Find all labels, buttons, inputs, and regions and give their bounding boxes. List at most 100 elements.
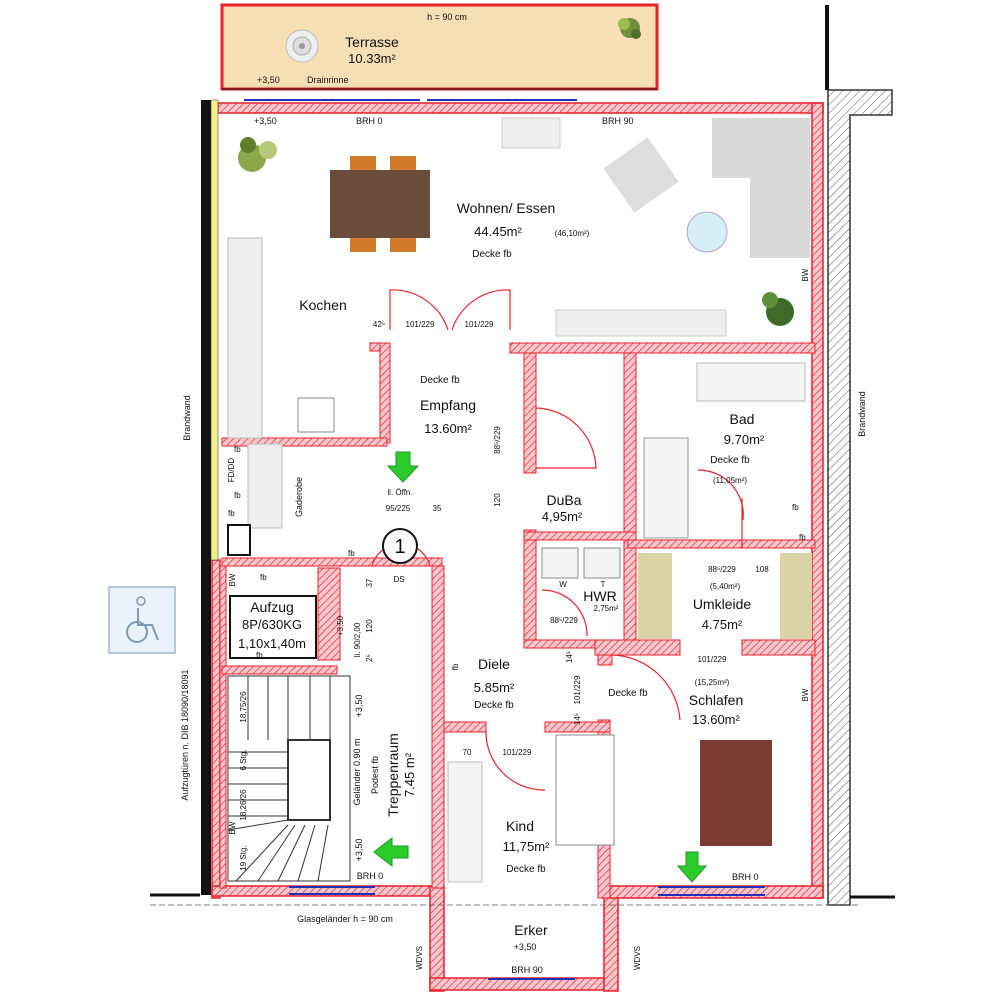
hwr-w: W bbox=[559, 580, 567, 589]
fb-5: fb bbox=[260, 573, 267, 582]
terrasse-height: h = 90 cm bbox=[427, 12, 467, 22]
aufzugtueren-label: Aufzugtüren n. DIB 18090/18091 bbox=[180, 669, 190, 800]
li-oeffn: li. Öffn. bbox=[387, 488, 412, 497]
treppenraum-brh: BRH 0 bbox=[357, 871, 384, 881]
umkleide-name: Umkleide bbox=[693, 596, 752, 612]
glasgelaender-label: Glasgeländer h = 90 cm bbox=[297, 914, 393, 924]
dim-42: 42⁵ bbox=[373, 320, 385, 329]
wohnen-name: Wohnen/ Essen bbox=[457, 200, 556, 216]
neighbour-wall-right bbox=[827, 89, 893, 906]
left-black-wall bbox=[201, 100, 211, 895]
dim-35: 35 bbox=[433, 504, 442, 513]
brandwand-right: Brandwand bbox=[857, 391, 867, 437]
windows bbox=[244, 99, 765, 980]
fb-6: fb bbox=[256, 651, 263, 660]
dim-14: 14⁵ bbox=[565, 651, 574, 663]
ds-label: DS bbox=[393, 575, 404, 584]
kind-area: 11,75m² bbox=[503, 839, 550, 854]
treppenraum-area: 7.45 m² bbox=[402, 752, 417, 797]
treppenraum-podest: Podest fb bbox=[370, 756, 380, 794]
fd-dd: FD/DD bbox=[227, 458, 236, 483]
dim-14b: 14⁵ bbox=[573, 713, 582, 725]
dim-37: 37 bbox=[365, 578, 374, 587]
umbrella-icon bbox=[285, 29, 319, 63]
erker-brh: BRH 90 bbox=[511, 965, 543, 975]
fb-1: fb bbox=[234, 445, 241, 454]
dim-101-229-a: 101/229 bbox=[406, 320, 435, 329]
diele-ceiling: Decke fb bbox=[474, 700, 514, 711]
dim-95-225: 95/225 bbox=[386, 504, 411, 513]
dim-88-229-umk: 88⁵/229 bbox=[708, 565, 736, 574]
empfang-ceiling: Decke fb bbox=[420, 375, 460, 386]
terrasse-area: 10.33m² bbox=[348, 51, 396, 66]
wohnen-brh-right: BRH 90 bbox=[602, 116, 634, 126]
fb-2: fb bbox=[234, 491, 241, 500]
terrasse-name: Terrasse bbox=[345, 34, 399, 50]
treppenraum-level: +3,50 bbox=[354, 695, 364, 718]
top-right-wall bbox=[825, 5, 829, 90]
interior-walls bbox=[219, 342, 816, 899]
dim-101-229-kind: 101/229 bbox=[503, 748, 532, 757]
arrow-down-icon bbox=[386, 451, 420, 483]
hwr-area: 2,75m² bbox=[594, 604, 619, 613]
dim-88-229-v: 88⁵/229 bbox=[493, 426, 502, 454]
erker-level: +3,50 bbox=[514, 942, 537, 952]
bad-area-alt: (11,05m²) bbox=[713, 476, 747, 485]
aufzug-box bbox=[229, 595, 317, 659]
empfang-name: Empfang bbox=[420, 397, 476, 413]
empfang-area: 13.60m² bbox=[424, 421, 472, 436]
bw-3: BW bbox=[228, 573, 237, 586]
duba-area: 4,95m² bbox=[542, 509, 583, 524]
bw-1: BW bbox=[801, 268, 810, 281]
arrow-down-icon bbox=[676, 851, 708, 883]
dim-88-229-hwr: 88⁵/229 bbox=[550, 616, 578, 625]
wohnen-ceiling: Decke fb bbox=[472, 249, 512, 260]
hwr-t: T bbox=[601, 580, 606, 589]
kind-name: Kind bbox=[506, 818, 534, 834]
gaderobe-name: Gaderobe bbox=[294, 477, 304, 517]
aufzug-name: Aufzug bbox=[250, 599, 294, 615]
aufzug-wall bbox=[317, 567, 341, 661]
fb-3: fb bbox=[228, 509, 235, 518]
fb-8: fb bbox=[799, 533, 806, 542]
hwr-name: HWR bbox=[583, 588, 616, 604]
aufzug-capacity: 8P/630KG bbox=[242, 617, 302, 632]
wheelchair-icon bbox=[108, 586, 176, 654]
bad-name: Bad bbox=[730, 411, 755, 427]
door-swings bbox=[371, 289, 744, 791]
treppenraum-level2: +3,50 bbox=[354, 839, 364, 862]
bad-area: 9.70m² bbox=[724, 432, 765, 447]
bw-2: BW bbox=[801, 688, 810, 701]
dim-120-lift: 120 bbox=[365, 619, 374, 633]
wohnen-level: +3,50 bbox=[254, 116, 277, 126]
unit-number: 1 bbox=[394, 536, 405, 558]
terrasse-level: +3,50 bbox=[257, 75, 280, 85]
dim-101-229-schl: 101/229 bbox=[698, 655, 727, 664]
wdvs-right: WDVS bbox=[633, 946, 642, 970]
treppenraum-name: Treppenraum bbox=[385, 733, 401, 817]
schlafen-area: 13.60m² bbox=[692, 712, 740, 727]
schlafen-name: Schlafen bbox=[689, 692, 743, 708]
dim-101-229-b: 101/229 bbox=[465, 320, 494, 329]
umkleide-area-alt: (5,40m²) bbox=[710, 582, 741, 591]
kind-ceiling: Decke fb bbox=[506, 864, 546, 875]
erker-name: Erker bbox=[514, 922, 548, 938]
umkleide-area: 4.75m² bbox=[702, 617, 743, 632]
fb-7: fb bbox=[792, 503, 799, 512]
arrow-left-icon bbox=[373, 836, 409, 868]
duba-name: DuBa bbox=[546, 492, 581, 508]
stair-count: 19 Stg. bbox=[239, 845, 248, 870]
plant-icon bbox=[618, 18, 641, 39]
outer-walls bbox=[211, 102, 824, 992]
stair-bot: 18,26/26 bbox=[239, 789, 248, 821]
aufzug-size: 1,10x1,40m bbox=[238, 636, 306, 651]
dim-101-229-diele: 101/229 bbox=[573, 675, 582, 704]
dim-70: 70 bbox=[463, 748, 472, 757]
dim-2: 2⁵ bbox=[365, 654, 374, 662]
plant-icon bbox=[762, 292, 794, 326]
wdvs-left: WDVS bbox=[415, 946, 424, 970]
dim-108: 108 bbox=[755, 565, 769, 574]
terrasse-drain: Drainrinne bbox=[307, 75, 349, 85]
bad-ceiling: Decke fb bbox=[710, 455, 750, 466]
